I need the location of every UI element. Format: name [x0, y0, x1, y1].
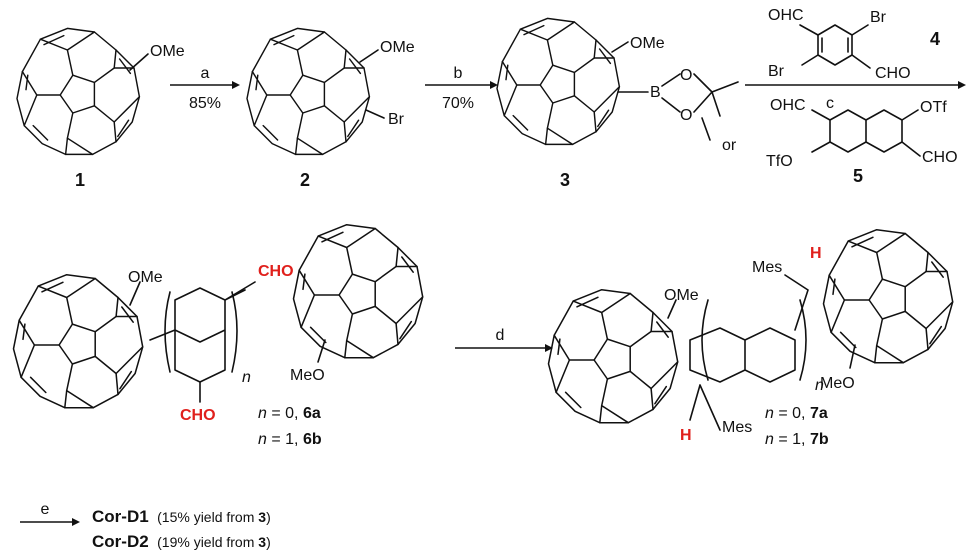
compound-4: OHC Br Br CHO 4 [768, 7, 940, 82]
c7-ome: OMe [664, 287, 699, 304]
c3-label: 3 [560, 170, 570, 190]
c6-cho-top: CHO [258, 263, 294, 280]
step-a-yield: 85% [189, 95, 221, 112]
c4-br-top: Br [870, 9, 887, 26]
step-e: e [20, 501, 80, 526]
c6-n-bracket: n [242, 369, 251, 386]
products: Cor-D1 (15% yield from 3) Cor-D2 (19% yi… [92, 507, 271, 551]
step-b-letter: b [454, 65, 463, 82]
step-d-letter: d [496, 327, 505, 344]
c5-tfo: TfO [766, 153, 793, 170]
c1-label: 1 [75, 170, 85, 190]
c5-ohc: OHC [770, 97, 806, 114]
compound-5: OHC OTf TfO CHO 5 [766, 97, 958, 186]
c3-ome: OMe [630, 35, 665, 52]
c7-h-top: H [810, 245, 822, 262]
c6-cho-bottom: CHO [180, 407, 216, 424]
c7-meo: MeO [820, 375, 855, 392]
c7-h-bottom: H [680, 427, 692, 444]
product-cor-d1: Cor-D1 (15% yield from 3) [92, 507, 271, 526]
c4-label: 4 [930, 29, 940, 49]
c3-or: or [722, 137, 737, 154]
c7-line1: n = 0, 7a [765, 405, 828, 422]
compound-1: OMe 1 [16, 27, 185, 190]
c5-cho: CHO [922, 149, 958, 166]
c2-label: 2 [300, 170, 310, 190]
step-e-letter: e [41, 501, 50, 518]
c7-n-bracket: n [815, 377, 824, 394]
step-c-letter: c [826, 95, 834, 112]
c4-ohc: OHC [768, 7, 804, 24]
step-b-yield: 70% [442, 95, 474, 112]
c4-cho: CHO [875, 65, 911, 82]
c6-meo: MeO [290, 367, 325, 384]
compound-2: OMe Br 2 [246, 27, 415, 190]
c3-boron: B [650, 84, 661, 101]
compound-7: OMe n H Mes H Mes MeO n = 0, 7a n = 1, 7… [547, 228, 954, 448]
c5-otf: OTf [920, 99, 947, 116]
step-a: a 85% [170, 65, 240, 112]
c6-line1: n = 0, 6a [258, 405, 321, 422]
c4-br-bottom: Br [768, 63, 785, 80]
c3-o-top: O [680, 67, 692, 84]
c7-line2: n = 1, 7b [765, 431, 829, 448]
step-d: d [455, 327, 553, 352]
c3-o-bottom: O [680, 107, 692, 124]
c7-mes-bottom: Mes [722, 419, 752, 436]
compound-6: OMe n CHO CHO MeO n = 0, 6a n = 1, 6b [12, 223, 424, 448]
compound-3: OMe B O O or 3 [496, 17, 739, 190]
c2-br: Br [388, 111, 405, 128]
c6-line2: n = 1, 6b [258, 431, 322, 448]
product-cor-d2: Cor-D2 (19% yield from 3) [92, 532, 271, 551]
c1-ome: OMe [150, 43, 185, 60]
step-a-letter: a [201, 65, 210, 82]
c7-mes-top: Mes [752, 259, 782, 276]
step-b: b 70% [425, 65, 498, 112]
c6-ome: OMe [128, 269, 163, 286]
c2-ome: OMe [380, 39, 415, 56]
c5-label: 5 [853, 166, 863, 186]
step-c: c [745, 81, 966, 112]
